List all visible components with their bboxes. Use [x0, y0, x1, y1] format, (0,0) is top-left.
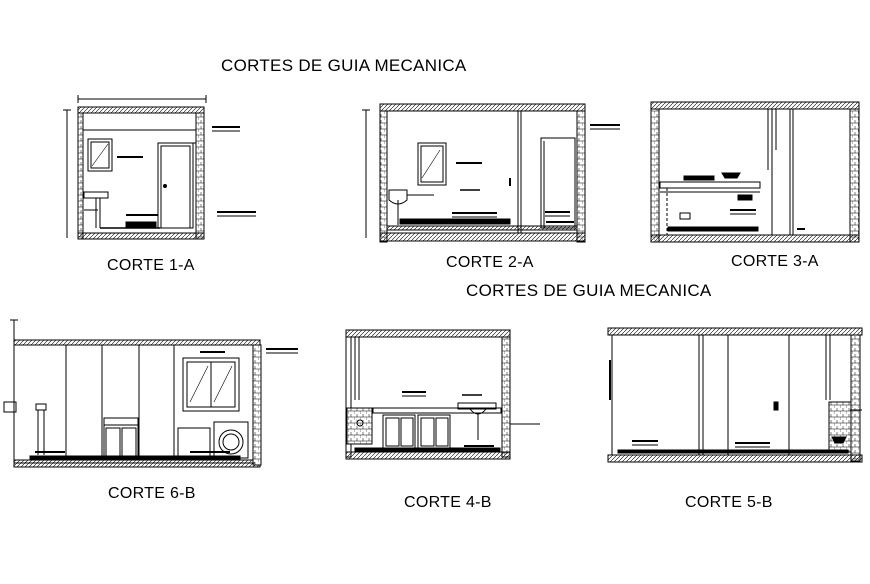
- title-middle: CORTES DE GUIA MECANICA: [466, 281, 712, 300]
- label-corte-4b: CORTE 4-B: [404, 494, 492, 511]
- label-corte-1a: CORTE 1-A: [107, 257, 195, 274]
- section-corte-4b: [345, 329, 540, 460]
- section-corte-6b: [3, 319, 298, 468]
- label-corte-2a: CORTE 2-A: [446, 254, 534, 271]
- section-corte-2a: [362, 103, 620, 243]
- title-top: CORTES DE GUIA MECANICA: [221, 56, 467, 75]
- section-corte-3a: [650, 101, 860, 243]
- label-corte-3a: CORTE 3-A: [731, 253, 819, 270]
- section-corte-1a: [63, 95, 256, 240]
- label-corte-6b: CORTE 6-B: [108, 485, 196, 502]
- section-corte-5b: [607, 327, 863, 463]
- label-corte-5b: CORTE 5-B: [685, 494, 773, 511]
